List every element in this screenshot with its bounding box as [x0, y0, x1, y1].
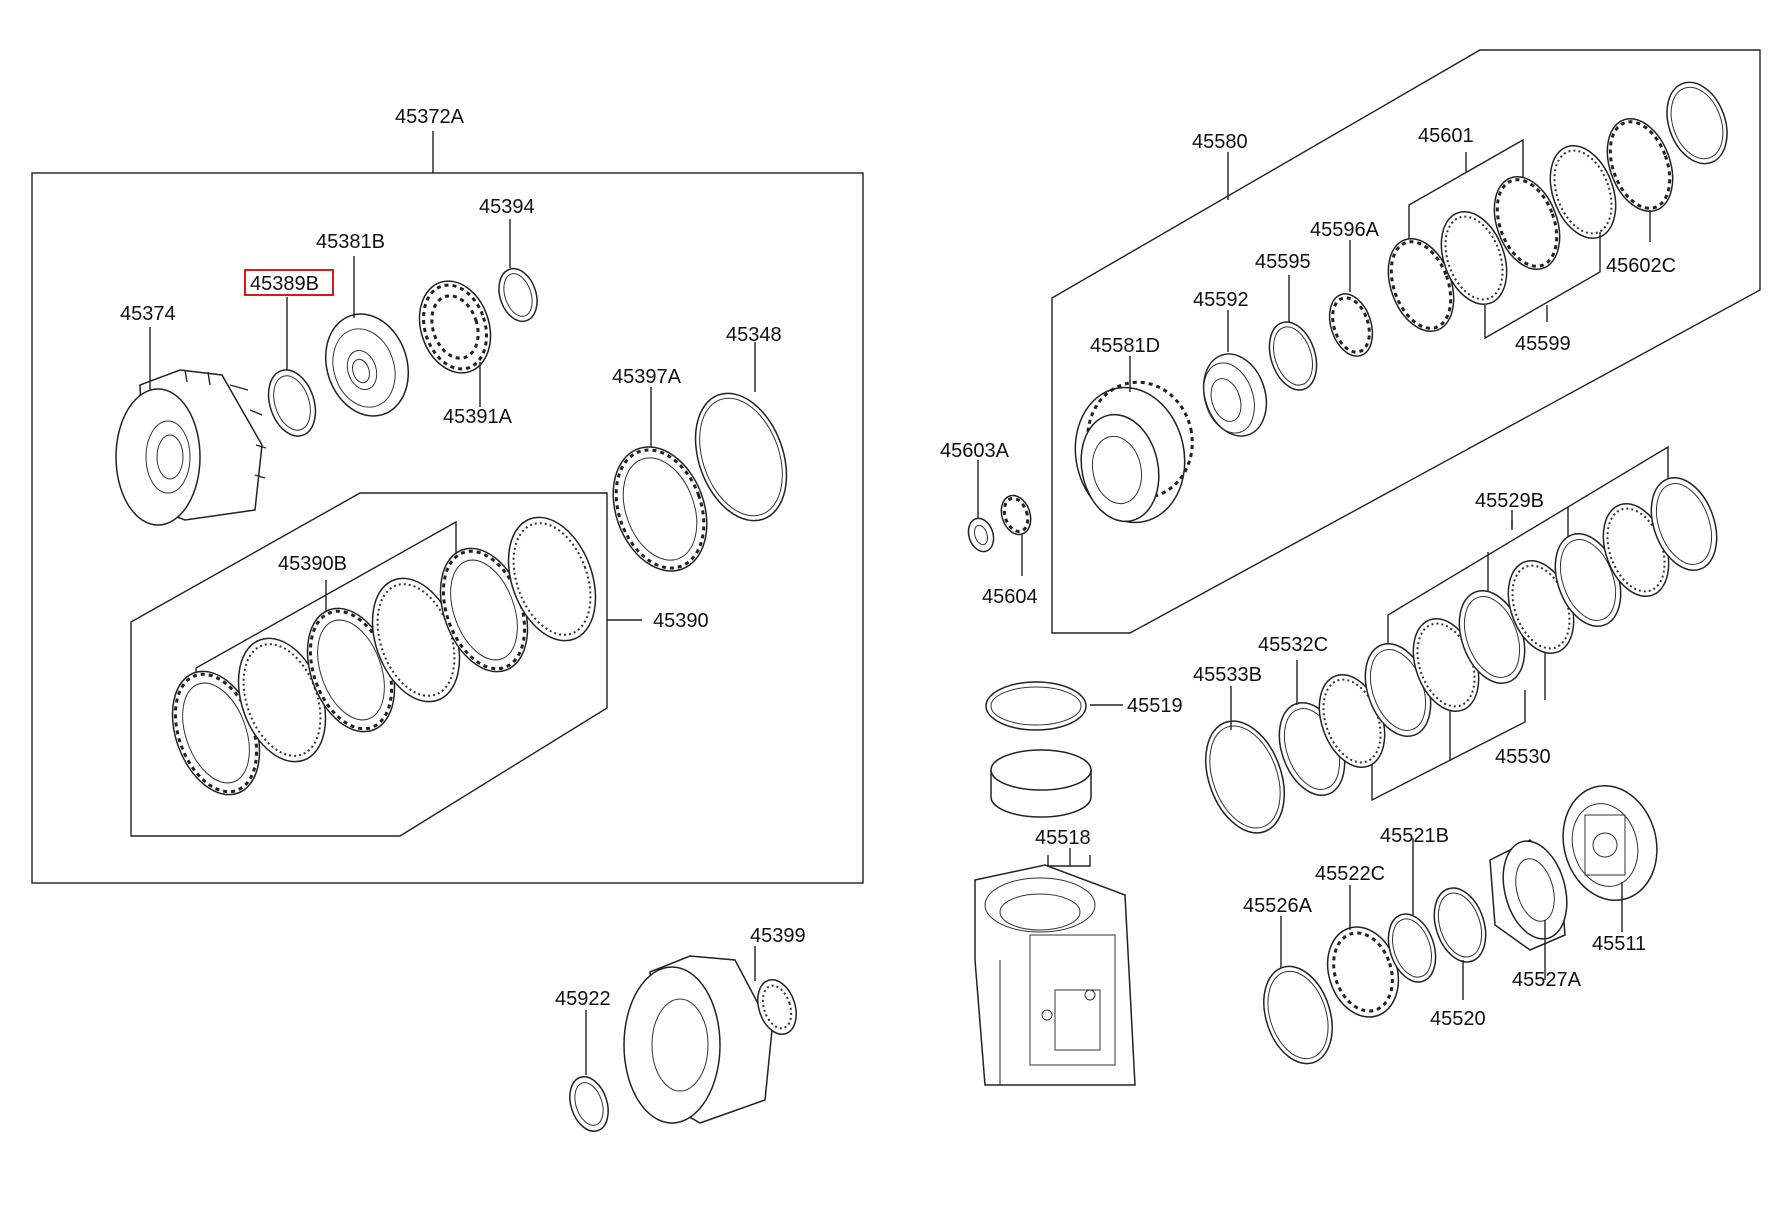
label-45374: 45374: [120, 303, 176, 325]
part-45602C-snap-ring[interactable]: [1656, 74, 1737, 172]
label-45595: 45595: [1255, 251, 1311, 273]
part-45599-plate-1[interactable]: [1429, 203, 1518, 314]
label-45389B[interactable]: 45389B: [250, 273, 319, 295]
part-45601-plate-1[interactable]: [1376, 230, 1465, 341]
part-45601-plate-2[interactable]: [1482, 168, 1571, 279]
highlight-box-45389B: [244, 269, 334, 296]
part-45603A-washer[interactable]: [964, 515, 997, 555]
part-45519-band[interactable]: [990, 749, 1092, 818]
group-box-45580: [1051, 49, 1761, 634]
label-45390B: 45390B: [278, 553, 347, 575]
label-45397A: 45397A: [612, 366, 682, 388]
group-box-45372A: [31, 172, 864, 884]
part-45922-drum[interactable]: [623, 955, 773, 1124]
group-box-45390: [130, 492, 608, 837]
part-45529B-plate-2[interactable]: [1447, 582, 1536, 693]
part-45599-plate-2[interactable]: [1538, 137, 1627, 248]
part-45374-drum[interactable]: [115, 369, 267, 526]
part-45391A-spring-pack[interactable]: [408, 272, 502, 382]
label-45602C: 45602C: [1606, 255, 1676, 277]
label-45518: 45518: [1035, 827, 1091, 849]
label-45529B: 45529B: [1475, 490, 1544, 512]
part-45518-transmission-case[interactable]: [974, 864, 1136, 1086]
label-45922: 45922: [555, 988, 611, 1010]
part-45595-ring[interactable]: [1261, 316, 1324, 396]
part-45348-snap-ring[interactable]: [679, 381, 803, 534]
part-45529B-plate-4[interactable]: [1639, 469, 1728, 580]
part-45399-ring[interactable]: [751, 975, 803, 1039]
part-45604-bearing[interactable]: [997, 492, 1036, 539]
part-45519-snap-ring[interactable]: [985, 681, 1087, 731]
part-45527A-piston[interactable]: [1489, 834, 1577, 951]
label-45511: 45511: [1592, 933, 1646, 955]
label-45521B: 45521B: [1380, 825, 1449, 847]
label-45592: 45592: [1193, 289, 1249, 311]
part-45389B-ring[interactable]: [261, 364, 324, 442]
label-45603A: 45603A: [940, 440, 1010, 462]
label-45533B: 45533B: [1193, 664, 1262, 686]
part-45602C-plate[interactable]: [1595, 110, 1684, 221]
label-45348: 45348: [726, 324, 782, 346]
part-45520-ring[interactable]: [1425, 881, 1494, 968]
label-45372A: 45372A: [395, 106, 465, 128]
part-45592-hub[interactable]: [1193, 346, 1276, 444]
label-45520: 45520: [1430, 1008, 1486, 1030]
label-45394: 45394: [479, 196, 535, 218]
label-45596A: 45596A: [1310, 219, 1380, 241]
label-45391A: 45391A: [443, 406, 513, 428]
label-45580: 45580: [1192, 131, 1248, 153]
part-45526A-snap-ring[interactable]: [1252, 958, 1344, 1073]
label-45522C: 45522C: [1315, 863, 1385, 885]
part-45397A-plate[interactable]: [597, 434, 723, 584]
label-45601: 45601: [1418, 125, 1474, 147]
part-45511-cover[interactable]: [1551, 775, 1670, 911]
part-45533B-snap-ring[interactable]: [1191, 710, 1298, 844]
label-45599: 45599: [1515, 333, 1571, 355]
label-45390: 45390: [653, 610, 709, 632]
part-45390-plate-6[interactable]: [493, 505, 612, 653]
part-45521B-ring[interactable]: [1380, 908, 1443, 988]
label-45530: 45530: [1495, 746, 1551, 768]
label-45604: 45604: [982, 586, 1038, 608]
label-45527A: 45527A: [1512, 969, 1582, 991]
label-45399: 45399: [750, 925, 806, 947]
part-45922-ring[interactable]: [563, 1072, 615, 1136]
label-45581D: 45581D: [1090, 335, 1160, 357]
label-45526A: 45526A: [1243, 895, 1313, 917]
label-45519: 45519: [1127, 695, 1183, 717]
part-45596A-spring[interactable]: [1322, 288, 1380, 361]
part-45394-snap-ring[interactable]: [493, 264, 544, 326]
part-45381B-piston[interactable]: [313, 303, 421, 427]
part-45581D-drum[interactable]: [1063, 372, 1203, 532]
label-45532C: 45532C: [1258, 634, 1328, 656]
label-45381B: 45381B: [316, 231, 385, 253]
